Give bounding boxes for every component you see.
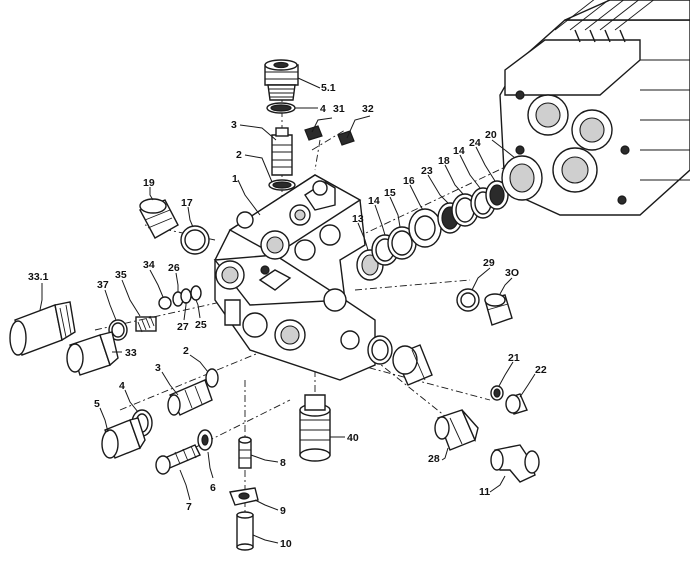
pump-crankcase	[499, 0, 690, 216]
top-o-ring-4	[266, 102, 296, 114]
seal-29	[456, 288, 480, 312]
callout-14-a: 14	[368, 195, 380, 207]
ring-21	[490, 385, 504, 401]
callout-5: 5	[94, 398, 100, 410]
spring-35	[135, 315, 157, 333]
callout-15: 15	[384, 187, 396, 199]
callout-8: 8	[280, 457, 286, 469]
callout-3-low: 3	[155, 362, 161, 374]
callout-16: 16	[403, 175, 415, 187]
manifold-body	[213, 174, 376, 381]
top-o-ring-2	[268, 179, 296, 191]
ring-15	[387, 226, 417, 260]
washer-6	[197, 429, 213, 451]
callout-5-1: 5.1	[321, 82, 336, 94]
callout-3-top: 3	[231, 119, 237, 131]
pin-8	[238, 436, 252, 469]
callout-23: 23	[421, 165, 433, 177]
plug-33-1	[9, 301, 76, 356]
plug-5	[101, 417, 146, 459]
plug-30	[484, 293, 513, 326]
callout-7: 7	[186, 501, 192, 513]
callout-6: 6	[210, 482, 216, 494]
callout-22: 22	[535, 364, 547, 376]
sleeve-16	[408, 208, 442, 248]
callout-2-low: 2	[183, 345, 189, 357]
callout-35: 35	[115, 269, 127, 281]
callout-31: 31	[333, 103, 345, 115]
valve-3-low	[167, 379, 213, 416]
callout-34: 34	[143, 259, 155, 271]
callout-40: 40	[347, 432, 359, 444]
o-ring-2-low	[205, 368, 219, 388]
callout-9: 9	[280, 505, 286, 517]
fitting-28	[434, 409, 479, 451]
seal-20	[501, 155, 543, 201]
callout-18: 18	[438, 155, 450, 167]
callout-21: 21	[508, 352, 520, 364]
plug-32	[337, 130, 355, 146]
plug-31	[304, 125, 323, 141]
callout-1: 1	[232, 173, 238, 185]
callout-37: 37	[97, 279, 109, 291]
seal-17	[180, 225, 210, 255]
ball-34	[158, 296, 172, 310]
ring-24	[485, 180, 509, 210]
ring-27	[180, 288, 192, 304]
nut-22	[505, 393, 528, 415]
bolt-7	[155, 444, 201, 475]
ring-18	[451, 193, 479, 227]
o-ring-37	[108, 319, 128, 341]
callout-19: 19	[143, 177, 155, 189]
callout-11: 11	[479, 486, 490, 498]
callout-14-b: 14	[453, 145, 465, 157]
callout-4-low: 4	[119, 380, 125, 392]
callout-24: 24	[469, 137, 481, 149]
seal-right-body	[367, 335, 393, 365]
top-valve-3	[271, 127, 293, 176]
elbow-11	[490, 444, 540, 483]
callout-4-top: 4	[320, 103, 326, 115]
callout-30: 3O	[505, 267, 519, 279]
top-plug-5-1	[264, 59, 299, 101]
leader-lines	[39, 77, 536, 544]
plug-19	[139, 198, 179, 239]
callout-10: 10	[280, 538, 292, 550]
ring-25	[190, 285, 202, 301]
callout-2-top: 2	[236, 149, 242, 161]
clip-9	[229, 487, 259, 506]
callout-26: 26	[168, 262, 180, 274]
callout-33: 33	[125, 347, 137, 359]
callout-28: 28	[428, 453, 440, 465]
callout-29: 29	[483, 257, 495, 269]
sleeve-10	[236, 511, 254, 551]
filter-40	[299, 394, 331, 462]
callout-20: 20	[485, 129, 497, 141]
plug-right-body	[392, 344, 433, 386]
callout-33-1: 33.1	[28, 271, 49, 283]
callout-13: 13	[352, 213, 364, 225]
callout-32: 32	[362, 103, 374, 115]
callout-17: 17	[181, 197, 193, 209]
callout-25: 25	[195, 319, 207, 331]
callout-labels: 5.1 4 31 32 3 2 1 19 17 13 14 15 16 23 1…	[28, 82, 547, 550]
plug-33	[66, 331, 119, 376]
callout-27: 27	[177, 321, 189, 333]
